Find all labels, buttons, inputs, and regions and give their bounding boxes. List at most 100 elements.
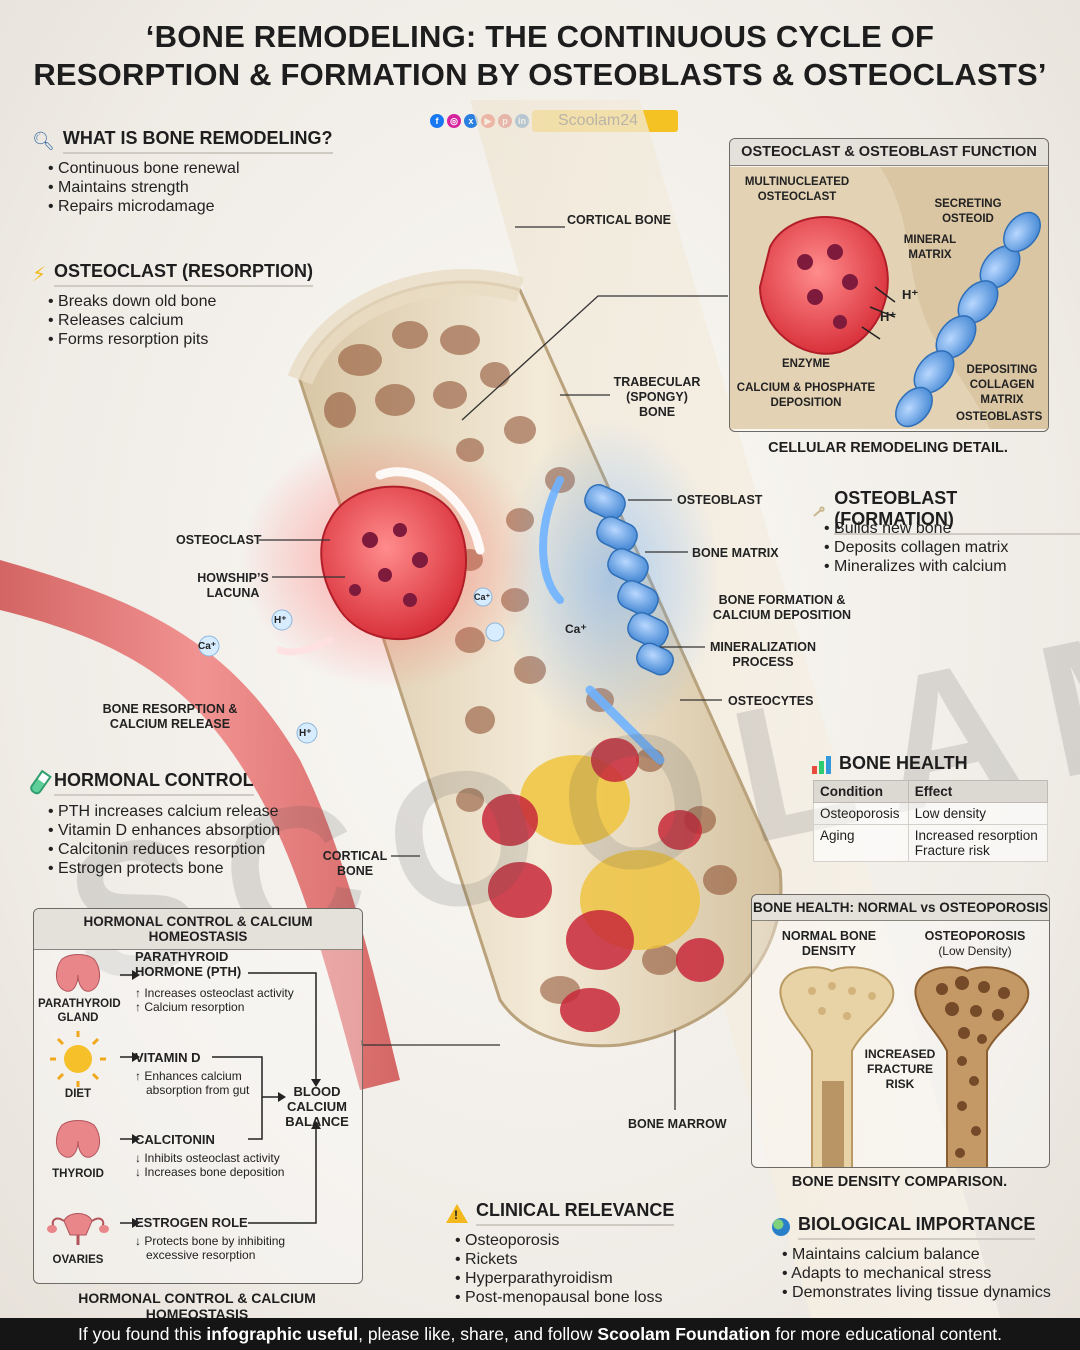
table-header: Condition <box>813 780 909 803</box>
what-is-list: Continuous bone renewal Maintains streng… <box>48 159 240 216</box>
label-mineral-matrix: MINERAL MATRIX <box>903 234 957 261</box>
footer-text-3: for more educational content. <box>770 1324 1002 1344</box>
bone-comparison-illustration <box>779 966 1030 1167</box>
x-icon[interactable]: x <box>464 114 478 128</box>
label-osteoblast: OSTEOBLAST <box>677 493 763 507</box>
osteoclast-header: ⚡︎ OSTEOCLAST (RESORPTION) <box>32 261 314 287</box>
bone-health-heading: BONE HEALTH <box>839 753 968 773</box>
label-ca-phosphate: CALCIUM & PHOSPHATE DEPOSITION <box>736 382 876 409</box>
calcitonin-line-2: ↓ Increases bone deposition <box>135 1165 285 1179</box>
table-row: Osteoporosis Low density <box>813 802 1049 825</box>
label-osteocytes: OSTEOCYTES <box>728 694 814 708</box>
density-box: BONE HEALTH: NORMAL vs OSTEOPOROSIS NORM… <box>751 894 1050 1168</box>
footer-text-1: If you found this <box>77 1324 207 1344</box>
clinical-header: ! CLINICAL RELEVANCE <box>446 1200 675 1226</box>
estrogen-title: ESTROGEN ROLE <box>135 1215 248 1230</box>
label-depositing: DEPOSITING COLLAGEN MATRIX <box>966 364 1038 406</box>
facebook-icon[interactable]: f <box>430 114 444 128</box>
vitamin-d-line-2: absorption from gut <box>146 1083 250 1097</box>
list-item: Calcitonin reduces resorption <box>48 840 280 859</box>
normal-density-label: NORMAL BONE DENSITY <box>781 929 877 958</box>
list-item: Mineralizes with calcium <box>824 557 1008 576</box>
vitamin-d-title: VITAMIN D <box>135 1050 201 1065</box>
diet-label: DIET <box>64 1088 92 1100</box>
footer-bold-1: infographic useful <box>206 1324 359 1344</box>
table-cell: Increased resorption Fracture risk <box>907 824 1049 862</box>
ion-ca-label-3: Ca⁺ <box>565 622 587 636</box>
label-h1: H⁺ <box>902 287 919 302</box>
density-caption: BONE DENSITY COMPARISON. <box>791 1174 1008 1190</box>
blood-calcium-label: BLOOD CALCIUM BALANCE <box>285 1084 349 1129</box>
cell-function-caption: CELLULAR REMODELING DETAIL. <box>768 440 1008 456</box>
pth-line-1: ↑ Increases osteoclast activity <box>135 986 294 1000</box>
pth-line-2: ↑ Calcium resorption <box>135 1000 245 1014</box>
bar-chart-icon <box>812 756 831 774</box>
estrogen-line-2: excessive resorption <box>146 1248 256 1262</box>
label-resorption-release: BONE RESORPTION & CALCIUM RELEASE <box>102 702 238 731</box>
osteoblast-list: Builds new bone Deposits collagen matrix… <box>824 519 1008 576</box>
list-item: Maintains calcium balance <box>782 1245 1051 1264</box>
ion-h-label: H⁺ <box>274 615 287 626</box>
label-enzyme: ENZYME <box>782 358 830 370</box>
biological-list: Maintains calcium balance Adapts to mech… <box>782 1245 1051 1302</box>
thyroid-icon <box>56 1120 100 1158</box>
globe-icon <box>772 1218 790 1236</box>
label-bone-formation: BONE FORMATION & CALCIUM DEPOSITION <box>712 593 852 622</box>
clinical-heading: CLINICAL RELEVANCE <box>476 1200 675 1226</box>
osteoclast-list: Breaks down old bone Releases calcium Fo… <box>48 292 216 349</box>
fracture-risk-label: INCREASED FRACTURE RISK <box>864 1047 936 1091</box>
warning-icon: ! <box>446 1203 468 1223</box>
label-bone-marrow: BONE MARROW <box>628 1117 727 1131</box>
hormonal-box-heading: HORMONAL CONTROL & CALCIUM HOMEOSTASIS <box>34 909 362 950</box>
footer-bold-2[interactable]: Scoolam Foundation <box>597 1324 771 1344</box>
hormonal-flow <box>47 954 321 1245</box>
label-multinucleated: MULTINUCLEATED OSTEOCLAST <box>744 176 850 203</box>
label-cortical-bone-bottom: CORTICAL BONE <box>322 849 388 878</box>
table-header: Effect <box>907 780 1049 803</box>
osteoclast-cell <box>320 485 467 641</box>
formation-arrow <box>539 476 564 604</box>
resorption-arrow <box>375 467 485 555</box>
label-osteoblasts: OSTEOBLASTS <box>956 411 1043 423</box>
table-cell: Aging <box>813 824 909 862</box>
ovaries-icon <box>47 1213 109 1245</box>
hormonal-heading: HORMONAL CONTROL <box>54 770 254 796</box>
pth-title: PARATHYROID HORMONE (PTH) <box>135 949 242 979</box>
estrogen-line-1: ↓ Protects bone by inhibiting <box>135 1234 286 1248</box>
list-item: Builds new bone <box>824 519 1008 538</box>
parathyroid-gland-icon <box>56 954 100 992</box>
thyroid-label: THYROID <box>52 1168 104 1180</box>
list-item: Forms resorption pits <box>48 330 216 349</box>
table-cell: Low density <box>907 802 1049 825</box>
list-item: Repairs microdamage <box>48 197 240 216</box>
ovaries-label: OVARIES <box>52 1254 104 1266</box>
page-title: ‘BONE REMODELING: THE CONTINUOUS CYCLE O… <box>0 18 1080 94</box>
label-mineralization: MINERALIZATION PROCESS <box>709 640 816 669</box>
list-item: Osteoporosis <box>455 1231 663 1250</box>
hormonal-box: HORMONAL CONTROL & CALCIUM HOMEOSTASIS <box>33 908 363 1284</box>
gland-label: PARATHYROID GLAND <box>38 998 121 1024</box>
list-item: Adapts to mechanical stress <box>782 1264 1051 1283</box>
osteoclast-detail-cell <box>758 216 889 355</box>
biological-header: BIOLOGICAL IMPORTANCE <box>772 1214 1036 1240</box>
list-item: Maintains strength <box>48 178 240 197</box>
cell-function-heading: OSTEOCLAST & OSTEOBLAST FUNCTION <box>730 139 1048 166</box>
bone-marrow-region <box>482 738 724 1032</box>
calcitonin-title: CALCITONIN <box>135 1132 215 1147</box>
title-line-1: ‘BONE REMODELING: THE CONTINUOUS CYCLE O… <box>145 19 935 54</box>
list-item: Hyperparathyroidism <box>455 1269 663 1288</box>
list-item: Post-menopausal bone loss <box>455 1288 662 1307</box>
list-item: Rickets <box>455 1250 663 1269</box>
sun-icon <box>50 1031 106 1087</box>
list-item: Vitamin D enhances absorption <box>48 821 280 840</box>
hormonal-list: PTH increases calcium release Vitamin D … <box>48 802 280 878</box>
list-item: Deposits collagen matrix <box>824 538 1008 557</box>
instagram-icon[interactable]: ◎ <box>447 114 461 128</box>
bone-health-header: BONE HEALTH <box>812 753 968 777</box>
blood-vessel <box>0 560 400 1090</box>
label-secreting: SECRETING OSTEOID <box>934 198 1002 225</box>
osteoblast-detail-chain <box>895 211 1041 428</box>
biological-heading: BIOLOGICAL IMPORTANCE <box>798 1214 1036 1240</box>
